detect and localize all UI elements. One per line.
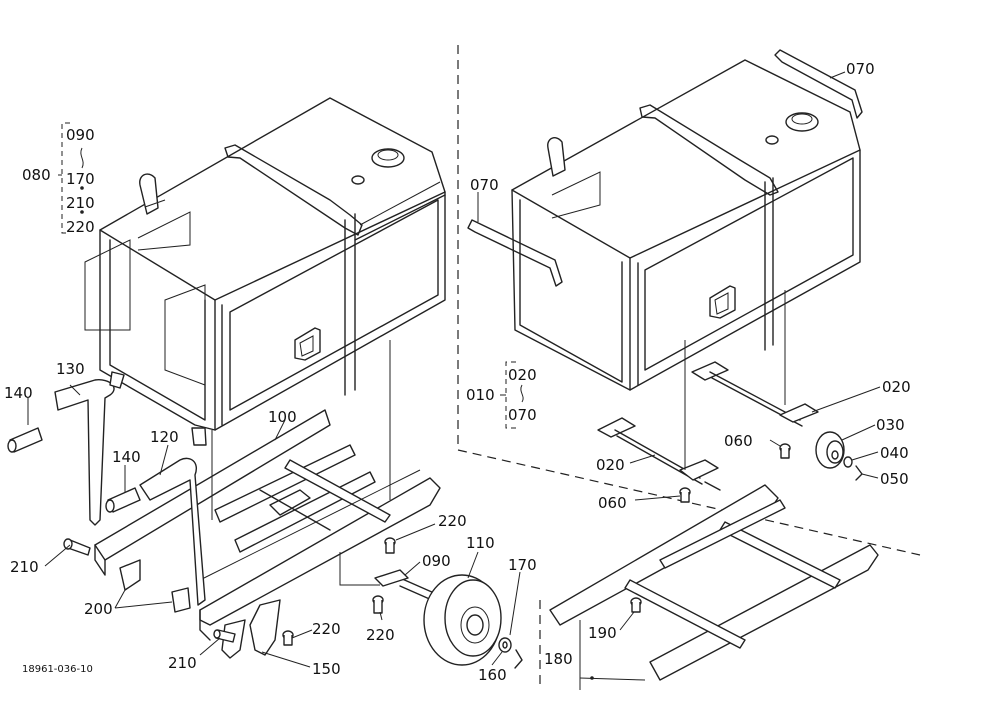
label-060-upper: 060 xyxy=(724,432,753,450)
generator-body-right xyxy=(467,49,863,391)
label-220-lower: 220 xyxy=(312,620,341,638)
label-170-kit: 170 xyxy=(66,170,95,188)
label-210-kit: 210 xyxy=(66,194,95,212)
label-160: 160 xyxy=(478,666,507,684)
wheel-left xyxy=(399,574,523,669)
label-180: 180 xyxy=(544,650,573,668)
label-150: 150 xyxy=(312,660,341,678)
label-120: 120 xyxy=(150,428,179,446)
label-190: 190 xyxy=(588,624,617,642)
label-070-side: 070 xyxy=(470,176,499,194)
label-020-kit: 020 xyxy=(508,366,537,384)
label-220-kit: 220 xyxy=(66,218,95,236)
label-130: 130 xyxy=(56,360,85,378)
label-030: 030 xyxy=(876,416,905,434)
label-010: 010 xyxy=(466,386,495,404)
leader-lines xyxy=(27,71,881,690)
frame-right xyxy=(549,484,879,681)
label-100: 100 xyxy=(268,408,297,426)
label-210-bolt: 210 xyxy=(10,558,39,576)
label-050: 050 xyxy=(880,470,909,488)
section-dividers xyxy=(457,45,921,690)
stands-right xyxy=(597,361,863,503)
generator-body-left xyxy=(84,97,446,431)
label-040: 040 xyxy=(880,444,909,462)
label-060-lower: 060 xyxy=(598,494,627,512)
label-020-upper: 020 xyxy=(882,378,911,396)
label-140-left: 140 xyxy=(4,384,33,402)
label-090: 090 xyxy=(422,552,451,570)
label-140-right: 140 xyxy=(112,448,141,466)
handle-assembly-left xyxy=(7,371,207,606)
drawing-reference: 18961-036-10 xyxy=(22,664,93,675)
frame-left xyxy=(94,409,441,659)
label-070-kit: 070 xyxy=(508,406,537,424)
label-210-lower: 210 xyxy=(168,654,197,672)
label-220-upper: 220 xyxy=(438,512,467,530)
part-labels: 080 090 170 210 220 130 140 140 120 100 … xyxy=(4,60,911,684)
label-080: 080 xyxy=(22,166,51,184)
label-090-kit: 090 xyxy=(66,126,95,144)
label-220-mid: 220 xyxy=(366,626,395,644)
label-110: 110 xyxy=(466,534,495,552)
label-200: 200 xyxy=(84,600,113,618)
bolts-left xyxy=(63,537,409,646)
label-070-top: 070 xyxy=(846,60,875,78)
label-020-lower: 020 xyxy=(596,456,625,474)
label-170: 170 xyxy=(508,556,537,574)
